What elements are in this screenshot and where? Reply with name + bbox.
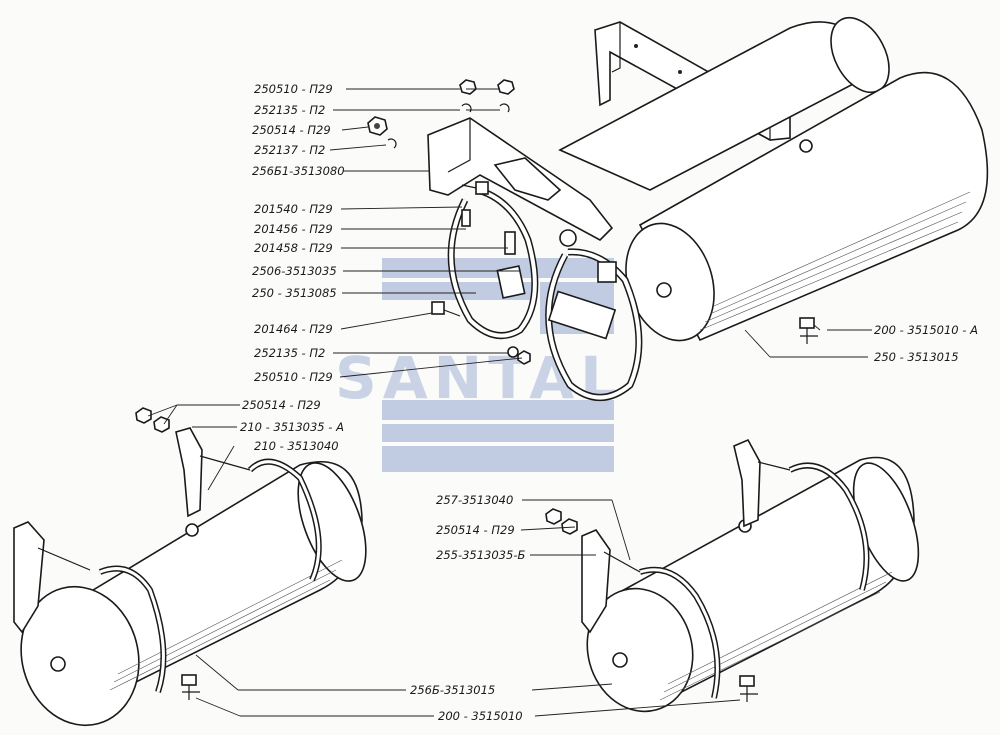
santal-watermark: SANTAL <box>335 258 623 472</box>
callout-210-3513035-a: 210 - 3513035 - А <box>240 420 344 434</box>
callout-200-3515010: 200 - 3515010 <box>438 709 523 723</box>
callout-210-3513040: 210 - 3513040 <box>254 439 339 453</box>
callout-201540-p29: 201540 - П29 <box>254 202 333 216</box>
callout-250514-p29-left: 250514 - П29 <box>242 398 321 412</box>
fasteners <box>135 79 818 702</box>
callout-2506-3513035: 2506-3513035 <box>252 264 337 278</box>
callout-labels: 250510 - П29 252135 - П2 250514 - П29 25… <box>240 82 978 723</box>
callout-250510-p29: 250510 - П29 <box>254 82 333 96</box>
clamp-strap-left <box>447 181 539 340</box>
clamp-strap-right <box>545 248 643 401</box>
bottom-left-receiver <box>13 427 367 727</box>
callout-250514-p29: 250514 - П29 <box>252 123 331 137</box>
callout-250-3513085: 250 - 3513085 <box>252 286 337 300</box>
center-bracket-plate <box>427 117 614 247</box>
callout-255-3513035-b: 255-3513035-Б <box>436 548 525 562</box>
callout-250-3513015: 250 - 3513015 <box>874 350 959 364</box>
callout-252135-p2: 252135 - П2 <box>254 103 325 117</box>
drain-valve-bottom-right <box>739 675 758 702</box>
callout-25661-3513080: 256Б1-3513080 <box>252 164 345 178</box>
callout-201464-p29: 201464 - П29 <box>254 322 333 336</box>
callout-252137-p2: 252137 - П2 <box>254 143 325 157</box>
drain-valve-top <box>799 317 818 344</box>
callout-201458-p29: 201458 - П29 <box>254 241 333 255</box>
drain-valve-bottom-left <box>181 674 200 700</box>
leader-lines <box>147 88 872 717</box>
callout-252135-p2-lower: 252135 - П2 <box>254 346 325 360</box>
bottom-right-receiver <box>581 438 920 713</box>
callout-201456-p29: 201456 - П29 <box>254 222 333 236</box>
callout-257-3513040: 257-3513040 <box>436 493 513 507</box>
top-front-cylinder <box>625 71 989 342</box>
callout-256b-3513015: 256Б-3513015 <box>410 683 495 697</box>
callout-250514-p29-right: 250514 - П29 <box>436 523 515 537</box>
callout-250510-p29-lower: 250510 - П29 <box>254 370 333 384</box>
watermark-text: SANTAL <box>335 344 623 412</box>
callout-200-3515010-a: 200 - 3515010 - А <box>874 323 978 337</box>
